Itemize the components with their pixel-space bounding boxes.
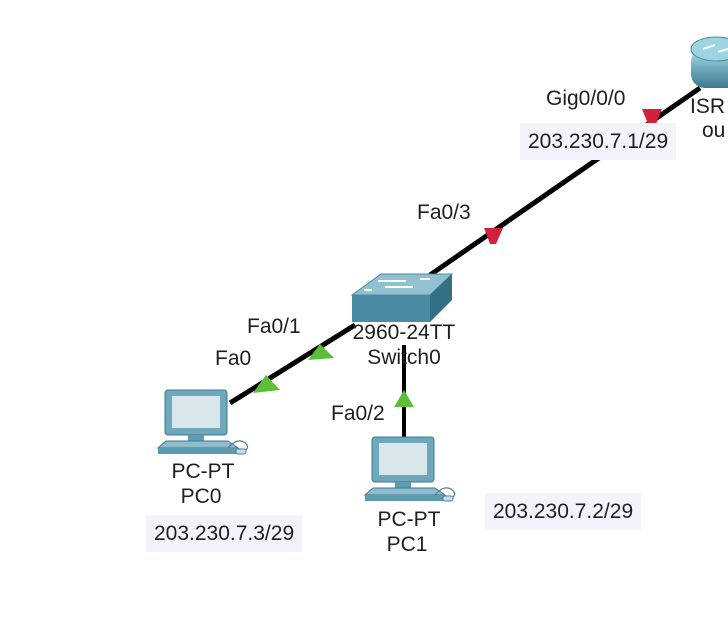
pc1-model-label: PC-PT bbox=[377, 508, 441, 531]
port-label-fa0-3: Fa0/3 bbox=[417, 201, 471, 224]
link-pc0-switch[interactable] bbox=[228, 322, 357, 406]
link-switch-router[interactable] bbox=[428, 85, 702, 278]
port-down-marker-router bbox=[642, 109, 662, 124]
switch-name-label: Switch0 bbox=[367, 346, 441, 369]
pc0-icon[interactable] bbox=[156, 389, 249, 455]
port-label-fa0-1: Fa0/1 bbox=[247, 315, 301, 338]
router-label: ISR bbox=[690, 95, 726, 118]
pc1-icon[interactable] bbox=[363, 436, 456, 502]
port-down-marker-fa03 bbox=[484, 228, 503, 244]
router-ip-box: 203.230.7.1/29 bbox=[520, 123, 677, 160]
port-label-fa0-2: Fa0/2 bbox=[331, 402, 385, 425]
port-up-marker-fa02 bbox=[394, 390, 414, 407]
switch-model-label: 2960-24TT bbox=[352, 321, 456, 344]
pc1-ip-box: 203.230.7.2/29 bbox=[485, 493, 642, 530]
pc1-name-label: PC1 bbox=[386, 533, 428, 556]
router-sublabel: ou bbox=[702, 119, 726, 142]
port-up-marker-fa0 bbox=[253, 375, 280, 393]
port-label-fa0: Fa0 bbox=[215, 347, 252, 370]
port-up-marker-fa01 bbox=[308, 344, 334, 360]
port-label-gig0-0-0: Gig0/0/0 bbox=[546, 87, 626, 110]
router-icon[interactable] bbox=[690, 36, 728, 88]
switch-icon[interactable] bbox=[350, 273, 454, 322]
pc0-ip-box: 203.230.7.3/29 bbox=[146, 515, 303, 552]
pc0-name-label: PC0 bbox=[180, 485, 222, 508]
pc0-model-label: PC-PT bbox=[171, 460, 235, 483]
